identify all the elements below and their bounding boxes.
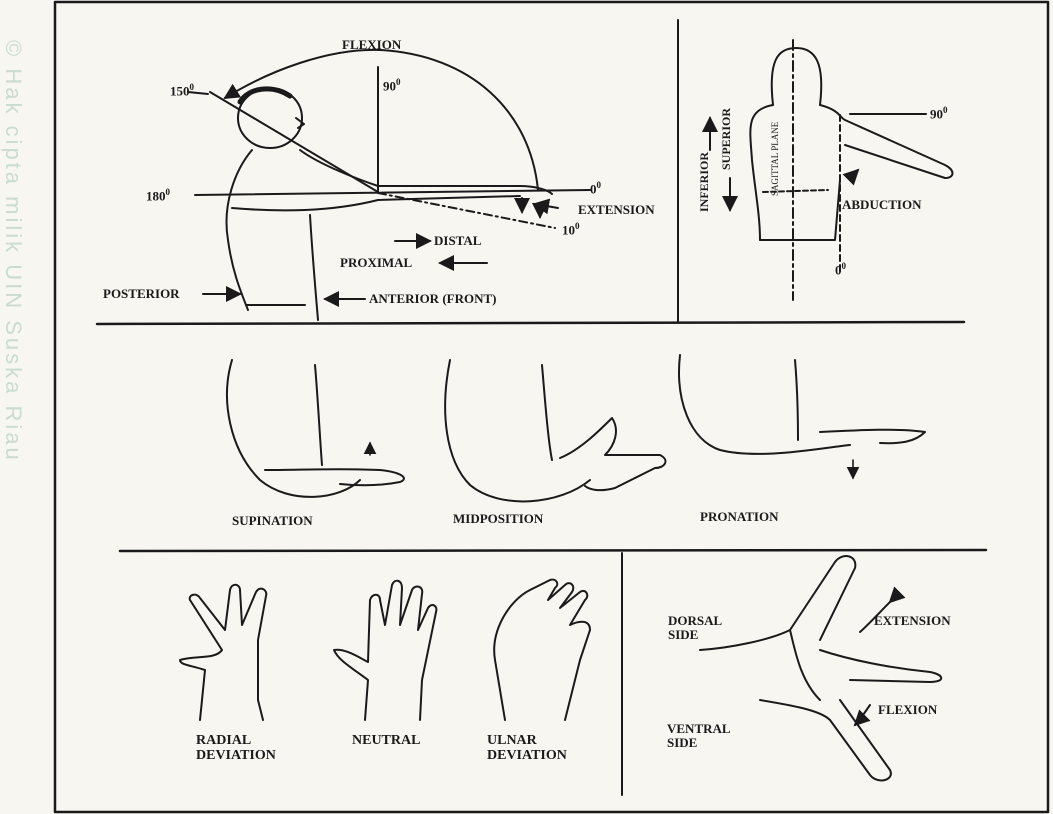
label-ventral-line2: SIDE [667, 736, 731, 750]
label-ventral-side: VENTRAL SIDE [667, 722, 731, 751]
label-90-degrees-flexion: 900 [383, 78, 401, 94]
label-flexion-wrist: FLEXION [878, 703, 937, 717]
label-0-degrees-flexion: 00 [590, 181, 601, 197]
label-ulnar-line1: ULNAR [487, 733, 567, 748]
label-extension-shoulder: EXTENSION [578, 203, 655, 217]
label-ventral-line1: VENTRAL [667, 722, 731, 736]
shoulder-abduction-drawing [710, 40, 953, 300]
label-abduction: ABDUCTION [842, 198, 921, 212]
label-distal: DISTAL [434, 234, 481, 248]
label-inferior: INFERIOR [698, 152, 711, 212]
label-radial-line1: RADIAL [196, 733, 276, 748]
label-supination: SUPINATION [232, 514, 313, 528]
label-0-degrees-abduction: 00 [835, 262, 846, 278]
wrist-flexion-drawing [700, 556, 941, 780]
label-superior: SUPERIOR [720, 108, 733, 170]
label-pronation: PRONATION [700, 510, 778, 524]
label-midposition: MIDPOSITION [453, 512, 543, 526]
label-dorsal-side: DORSAL SIDE [668, 614, 722, 643]
label-sagittal-plane: SAGITTAL PLANE [771, 122, 781, 196]
label-neutral: NEUTRAL [352, 733, 420, 748]
label-90-degrees-abduction: 900 [930, 106, 948, 122]
label-ulnar-deviation: ULNAR DEVIATION [487, 733, 567, 764]
label-radial-deviation: RADIAL DEVIATION [196, 733, 276, 764]
wrist-deviation-drawing [180, 580, 590, 720]
forearm-drawing [227, 355, 925, 501]
label-ulnar-line2: DEVIATION [487, 748, 567, 763]
label-extension-wrist: EXTENSION [874, 614, 951, 628]
label-anterior: ANTERIOR (FRONT) [369, 292, 496, 306]
label-150-degrees: 1500 [170, 83, 194, 99]
label-10-degrees: 100 [562, 222, 580, 238]
label-flexion: FLEXION [342, 38, 401, 52]
label-180-degrees: 1800 [146, 188, 170, 204]
divider-row1 [97, 322, 964, 324]
label-posterior: POSTERIOR [103, 287, 180, 301]
label-radial-line2: DEVIATION [196, 748, 276, 763]
label-proximal: PROXIMAL [340, 256, 412, 270]
label-dorsal-line2: SIDE [668, 628, 722, 642]
label-dorsal-line1: DORSAL [668, 614, 722, 628]
divider-row2 [120, 550, 986, 551]
